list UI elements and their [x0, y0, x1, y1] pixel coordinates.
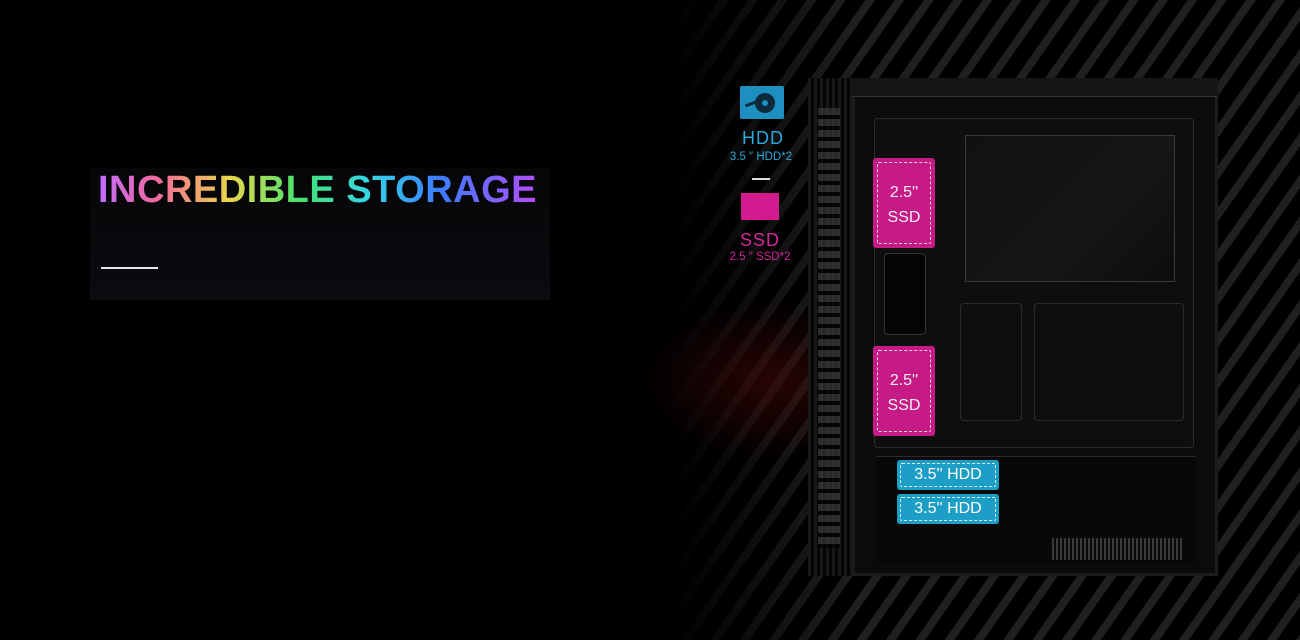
psu-vent: [1052, 538, 1182, 560]
ssd-slot-size: 2.5'': [889, 372, 919, 389]
title-underline: [101, 267, 158, 269]
hdd-slot-callout: 3.5'' HDD: [897, 460, 999, 490]
ssd-icon: [741, 193, 779, 220]
ssd-slot-type: SSD: [887, 397, 921, 414]
hdd-slot-callout: 3.5'' HDD: [897, 494, 999, 524]
ssd-slot-type: SSD: [887, 209, 921, 226]
ssd-legend-spec: 2.5 ″ SSD*2: [729, 251, 791, 263]
hdd-legend-label: HDD: [742, 128, 784, 148]
ssd-slot-size: 2.5'': [889, 184, 919, 201]
ssd-legend-label: SSD: [740, 230, 781, 250]
drive-bay: [884, 253, 926, 335]
hdd-slot-label: 3.5'' HDD: [914, 466, 982, 483]
legend-divider: [752, 178, 770, 180]
case-front-panel: [808, 78, 854, 576]
cable-cutout-left: [960, 303, 1022, 421]
headline-panel: [90, 168, 550, 300]
case-top-rail: [852, 78, 1218, 97]
ssd-slot-callout: 2.5'' SSD: [873, 158, 935, 248]
page-title: INCREDIBLE STORAGE: [98, 169, 538, 211]
hdd-icon: [740, 86, 784, 119]
hdd-legend-spec: 3.5 ″ HDD*2: [729, 151, 793, 163]
cutout-window: [965, 135, 1175, 282]
cable-cutout-right: [1034, 303, 1184, 421]
hdd-slot-label: 3.5'' HDD: [914, 500, 982, 517]
ssd-slot-callout: 2.5'' SSD: [873, 346, 935, 436]
